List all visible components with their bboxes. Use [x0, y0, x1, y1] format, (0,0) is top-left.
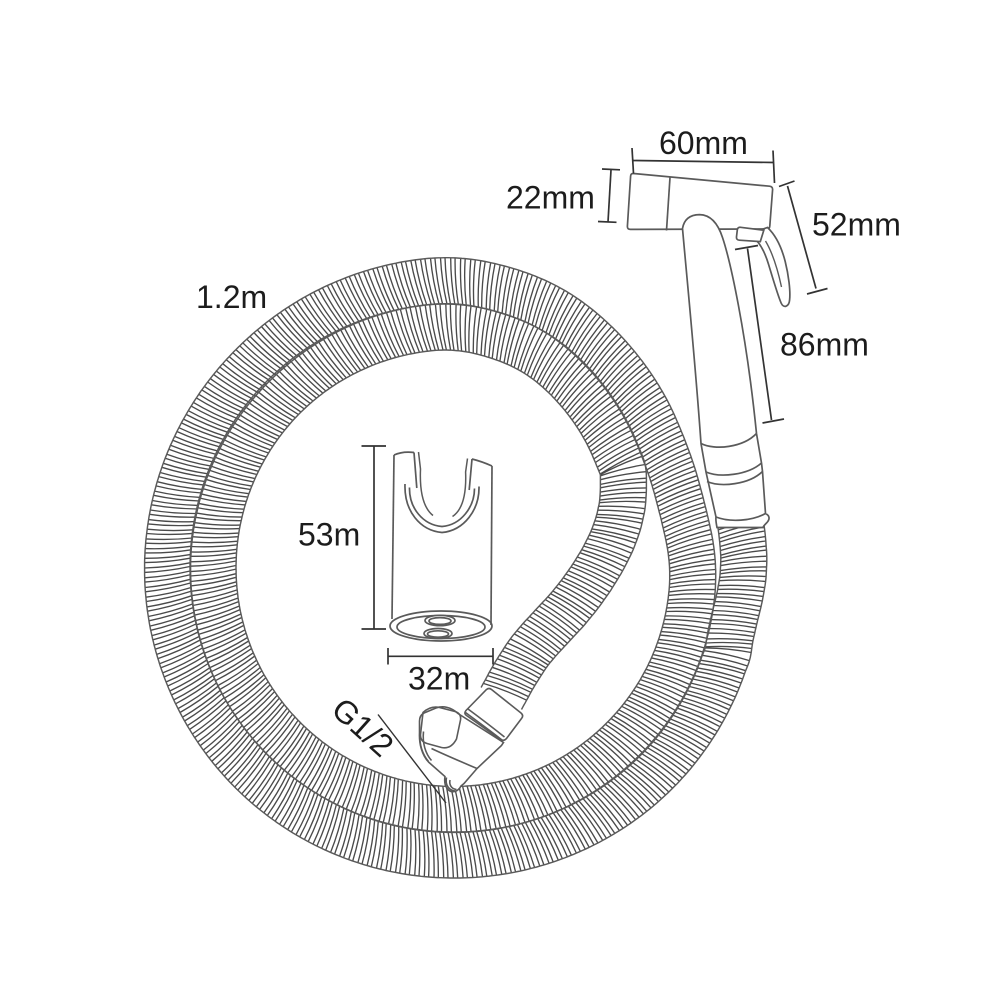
svg-text:52mm: 52mm: [812, 207, 901, 243]
svg-text:60mm: 60mm: [659, 125, 748, 161]
svg-text:53m: 53m: [298, 517, 360, 553]
svg-text:32m: 32m: [408, 661, 470, 697]
svg-text:86mm: 86mm: [780, 327, 869, 363]
svg-text:22mm: 22mm: [506, 180, 595, 216]
svg-text:1.2m: 1.2m: [196, 279, 267, 315]
